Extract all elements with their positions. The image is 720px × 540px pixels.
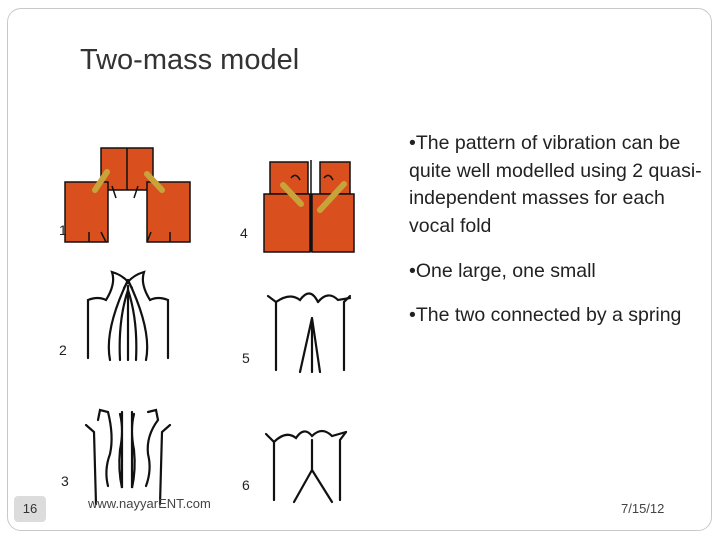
footer-date: 7/15/12 (621, 501, 665, 516)
panel-6-fold-outline (264, 429, 348, 504)
panel-5-fold-outline (266, 292, 352, 374)
figure-label-1: 1 (59, 222, 67, 238)
footer-url: www.nayyarENT.com (88, 496, 211, 511)
panel-3-fold-outline (84, 408, 172, 506)
figure-label-2: 2 (59, 342, 67, 358)
spring-right (317, 181, 347, 213)
slide-number: 16 (14, 496, 46, 522)
large-mass-left (64, 181, 109, 243)
large-mass-right (146, 181, 191, 243)
large-mass-right (311, 193, 355, 253)
bullet-list: •The pattern of vibration can be quite w… (409, 130, 709, 329)
panel-1-masses (64, 147, 191, 243)
figure-label-5: 5 (242, 350, 250, 366)
spring-left (92, 169, 110, 193)
figure-label-3: 3 (61, 473, 69, 489)
small-mass-right (319, 161, 351, 195)
figure-label-4: 4 (240, 225, 248, 241)
panel-2-fold-outline (86, 270, 170, 362)
bullet-item: •The pattern of vibration can be quite w… (409, 132, 702, 237)
spring-right (144, 171, 165, 193)
panel-4-masses (263, 160, 355, 253)
spring-left (280, 182, 304, 207)
slide-frame (7, 8, 712, 531)
bullet-item: •One large, one small (409, 260, 596, 282)
bullet-item: •The two connected by a spring (409, 303, 682, 326)
figure-label-6: 6 (242, 477, 250, 493)
slide-title: Two-mass model (80, 44, 300, 76)
